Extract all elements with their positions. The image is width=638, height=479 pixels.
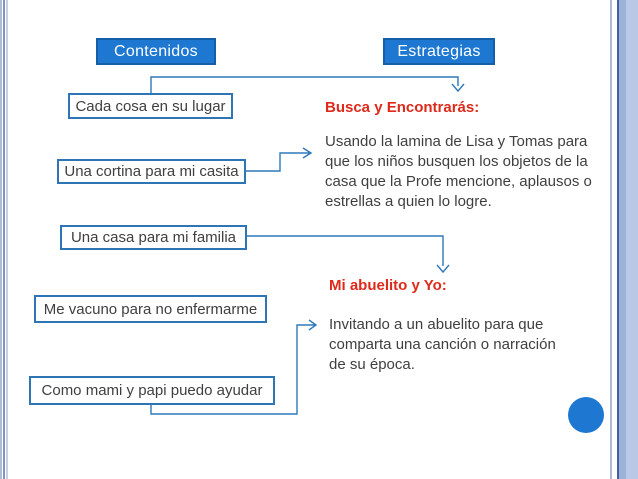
content-box-label: Me vacuno para no enfermarme — [43, 300, 258, 318]
strategy-title-busca: Busca y Encontrarás: — [325, 99, 480, 116]
content-box-vacuno: Me vacuno para no enfermarme — [34, 295, 267, 323]
connector-cortina-to-busca-body — [246, 147, 313, 172]
connector-contenidos-to-busca — [150, 76, 465, 93]
header-box-contenidos: Contenidos — [96, 38, 216, 65]
header-box-estrategias: Estrategias — [383, 38, 495, 65]
strategy-body-abuelito: Invitando a un abuelito para que compart… — [329, 316, 556, 373]
header-label: Contenidos — [114, 42, 198, 60]
content-box-cortina: Una cortina para mi casita — [57, 159, 246, 184]
content-box-label: Como mami y papi puedo ayudar — [41, 382, 263, 399]
header-label: Estrategias — [397, 42, 481, 60]
content-box-label: Cada cosa en su lugar — [75, 97, 226, 115]
right-border-stripe — [626, 0, 638, 479]
content-box-cada-cosa: Cada cosa en su lugar — [68, 93, 233, 119]
left-border-stripe — [6, 0, 8, 479]
right-border-stripe — [619, 0, 626, 479]
blue-circle-decoration — [568, 397, 604, 433]
content-box-label: Una cortina para mi casita — [64, 163, 239, 180]
strategy-title-abuelito: Mi abuelito y Yo: — [329, 277, 447, 294]
strategy-body-busca: Usando la lamina de Lisa y Tomas para qu… — [325, 133, 592, 210]
right-border-stripe — [617, 0, 619, 479]
left-border-stripe — [0, 0, 2, 479]
right-border-stripe — [610, 0, 612, 479]
connector-casa-to-abuelito — [247, 235, 450, 274]
content-box-casa: Una casa para mi familia — [60, 225, 247, 250]
content-box-mami-papi: Como mami y papi puedo ayudar — [29, 376, 275, 405]
left-border-stripe — [3, 0, 5, 479]
content-box-label: Una casa para mi familia — [70, 229, 237, 246]
